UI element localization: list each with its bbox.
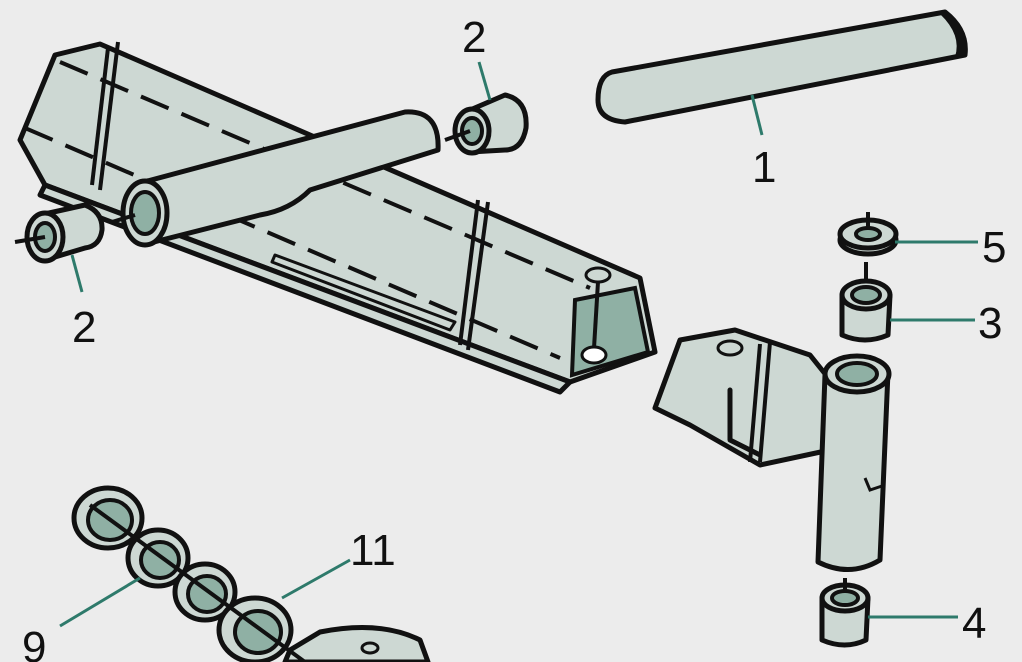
callout-seal-ring: 11	[350, 526, 396, 575]
lower-bearing	[819, 578, 871, 648]
top-bushing	[444, 92, 529, 156]
vertical-post	[815, 353, 892, 573]
ring-stack	[71, 485, 431, 662]
callout-upper-bearing: 3	[978, 299, 1002, 348]
upper-bearing	[839, 262, 893, 343]
main-frame-beam	[17, 41, 658, 395]
callout-top-bushing: 2	[462, 13, 486, 62]
cross-tube	[120, 109, 441, 248]
handle-tube	[595, 9, 968, 125]
callout-spacer-ring: 9	[22, 623, 46, 662]
leader-lines	[59, 61, 978, 628]
callout-left-bushing: 2	[72, 303, 96, 352]
washer	[837, 212, 899, 257]
fork-bracket	[652, 327, 833, 468]
callout-handle-tube: 1	[752, 143, 776, 192]
callout-washer: 5	[982, 223, 1006, 272]
callout-lower-bearing: 4	[962, 599, 986, 648]
left-bushing	[14, 202, 136, 264]
callout-labels: 2 1 2 5 3 4 11 9	[22, 13, 1006, 662]
